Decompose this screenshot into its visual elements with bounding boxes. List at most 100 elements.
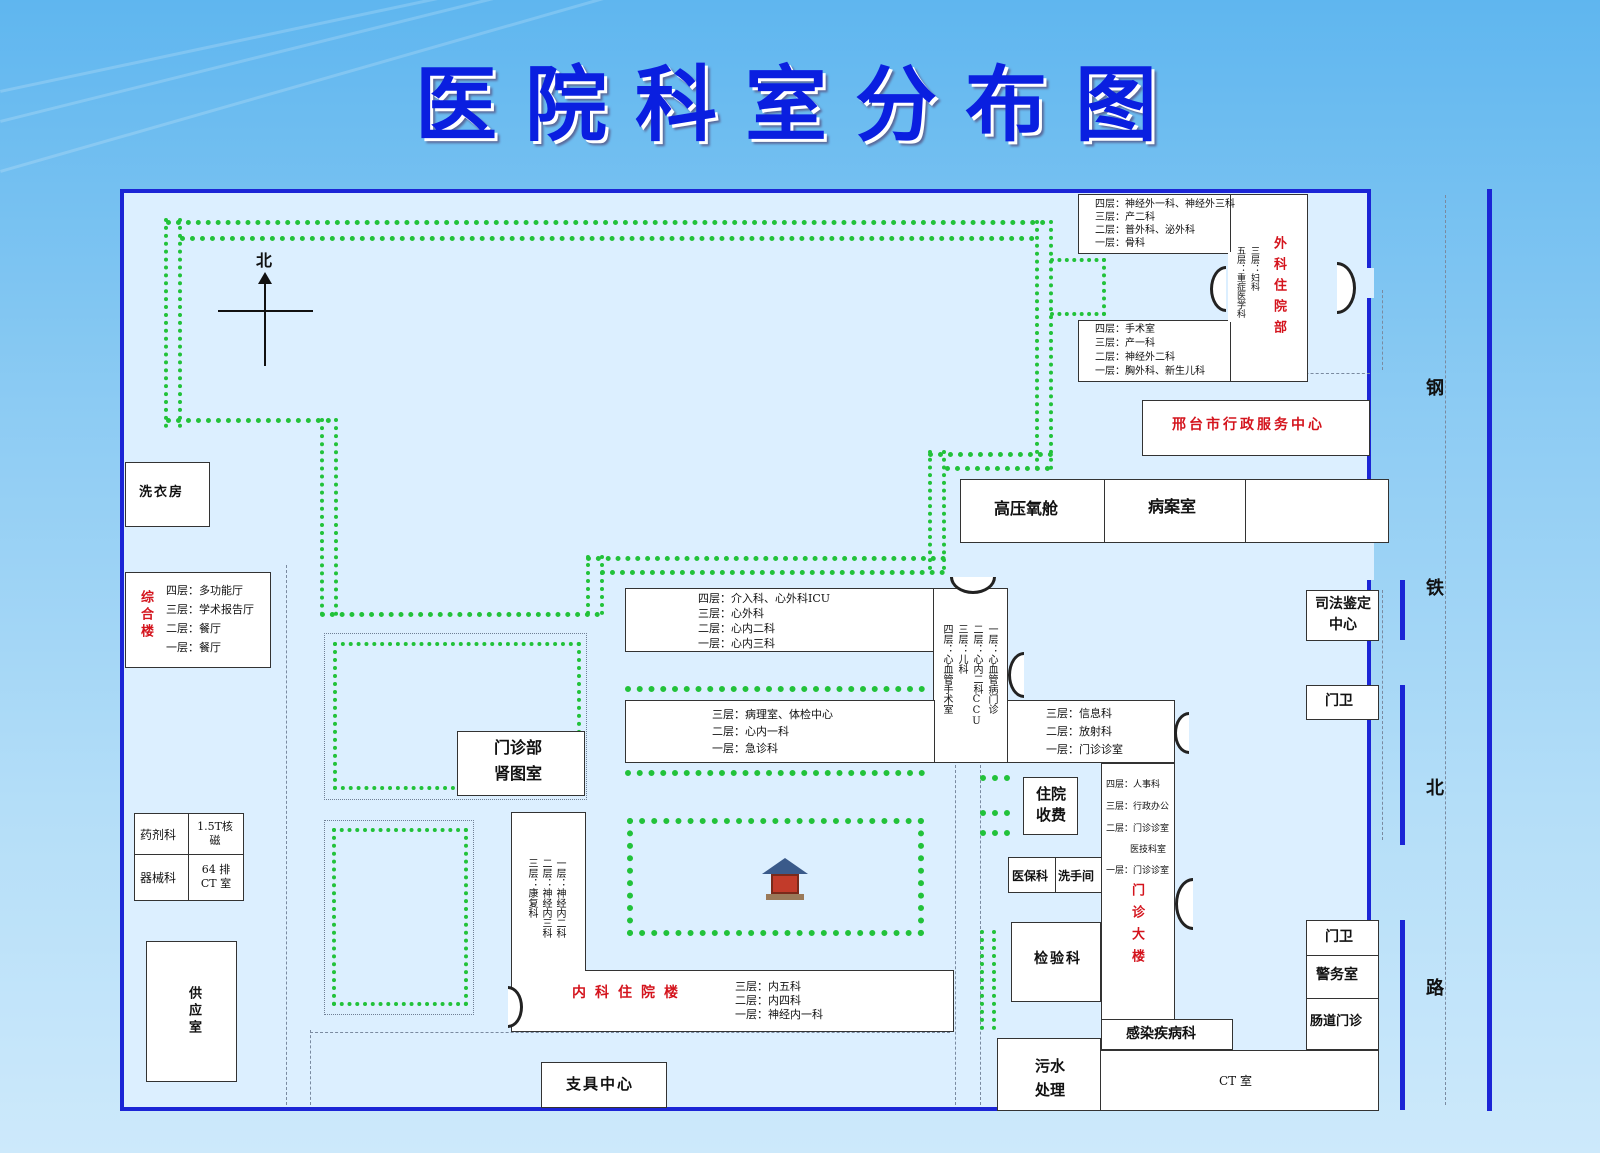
cardio-floor-1: 一层：心内三科 xyxy=(698,637,775,650)
pathology-floor-3: 三层：病理室、体检中心 xyxy=(712,708,833,721)
outpatient-renal-building xyxy=(457,731,585,796)
surgery-building-connector xyxy=(1228,252,1278,322)
supply-room-label: 供应室 xyxy=(186,986,201,1037)
internal-building-name: 内科住院楼 xyxy=(572,985,687,1001)
lab-label: 检验科 xyxy=(1034,951,1082,967)
surgery-connector-5f: 五层：重症医学科 xyxy=(1235,246,1245,318)
connector-2f-label: 二层：心内二科CCU xyxy=(971,624,982,727)
laundry-building xyxy=(125,462,210,527)
surgery-upper-floor-2: 二层：普外科、泌外科 xyxy=(1095,225,1195,236)
sewage-label: 污水处理 xyxy=(1034,1057,1065,1099)
outpatient-dept-label: 门诊部 xyxy=(494,738,543,757)
hedge-column xyxy=(980,930,996,1030)
intestinal-label: 肠道门诊 xyxy=(1310,1014,1363,1029)
internal-path xyxy=(1290,373,1370,374)
cardio-building xyxy=(625,588,943,652)
north-arrow-icon xyxy=(258,272,272,284)
complex-building xyxy=(125,572,271,668)
medical-insurance-label: 医保科 xyxy=(1012,869,1049,883)
internal-path xyxy=(286,565,287,1105)
pharmacy-label: 药剂科 xyxy=(140,828,177,842)
brace-center-label: 支具中心 xyxy=(566,1075,635,1093)
connector-1f-label: 一层：心血管病门诊 xyxy=(986,624,997,714)
hedge-path xyxy=(164,218,182,428)
laundry-label: 洗衣房 xyxy=(139,485,185,500)
admin-service-center-label: 邢台市行政服务中心 xyxy=(1172,417,1325,433)
guard-house-2 xyxy=(1306,920,1379,956)
internal-floor-2: 二层：内四科 xyxy=(735,994,801,1007)
medical-insurance-room xyxy=(1008,857,1056,893)
east-gate-gap xyxy=(1366,540,1374,580)
internal-west-floor-3: 三层：康复科 xyxy=(526,858,537,918)
road-edge-line xyxy=(1400,920,1405,1110)
guard-label-2: 门卫 xyxy=(1325,929,1353,945)
complex-floor-3: 三层：学术报告厅 xyxy=(166,603,254,616)
outpatient-floor-2b: 医技科室 xyxy=(1130,845,1167,855)
lab-building xyxy=(1011,922,1101,1002)
internal-path xyxy=(955,760,956,1105)
outpatient-floor-4: 四层：人事科 xyxy=(1106,780,1161,790)
road-label-char: 北 xyxy=(1426,778,1444,799)
hedge-row xyxy=(980,830,1010,836)
internal-floor-1: 一层：神经内一科 xyxy=(735,1008,823,1021)
internal-path xyxy=(310,1030,311,1105)
compass: 北 xyxy=(218,253,313,368)
hyperbaric-building xyxy=(960,479,1105,543)
infectious-building xyxy=(1101,1019,1233,1050)
internal-path xyxy=(1382,590,1383,840)
info-floor-2: 二层：放射科 xyxy=(1046,725,1112,738)
ct-room-label: CT 室 xyxy=(1219,1074,1253,1088)
hedge-row xyxy=(980,810,1010,816)
connector-tower xyxy=(933,588,1008,763)
guard-label-1: 门卫 xyxy=(1325,693,1353,709)
garden-hedge xyxy=(332,828,468,1006)
garden-plot xyxy=(324,633,587,800)
hedge-path xyxy=(928,450,946,570)
connector-4f-label: 四层：心血管手术室 xyxy=(941,624,952,714)
road-label-char: 钢 xyxy=(1426,378,1444,399)
police-room xyxy=(1306,955,1379,999)
hedge-path xyxy=(586,556,946,561)
hedge-path xyxy=(586,555,604,615)
pavilion-icon xyxy=(762,858,808,902)
inpatient-billing-label: 住院收费 xyxy=(1035,785,1066,824)
compass-vertical-line xyxy=(264,280,266,366)
pharmacy-building xyxy=(134,813,189,855)
complex-floor-4: 四层：多功能厅 xyxy=(166,584,243,597)
brace-center-building xyxy=(541,1062,667,1108)
outpatient-building-name: 门诊大楼 xyxy=(1129,883,1144,971)
hedge-path xyxy=(320,418,338,616)
complex-floor-2: 二层：餐厅 xyxy=(166,622,221,635)
internal-building-joint xyxy=(512,968,585,972)
hedge-path xyxy=(945,466,1050,471)
hedge-row xyxy=(980,775,1010,781)
mri-room xyxy=(188,813,244,855)
pavilion-body xyxy=(771,874,799,894)
hedge-path xyxy=(1035,220,1053,470)
pavilion-roof xyxy=(762,858,808,874)
ct64-label: 64 排 CT 室 xyxy=(200,863,232,890)
pathology-floor-2: 二层：心内一科 xyxy=(712,725,789,738)
outpatient-floor-2: 二层：门诊诊室 xyxy=(1106,824,1170,834)
road-edge-line xyxy=(1400,580,1405,640)
road-label-char: 铁 xyxy=(1426,578,1444,599)
surgery-lower-floor-2: 二层：神经外二科 xyxy=(1095,352,1175,363)
cardio-floor-4: 四层：介入科、心外科ICU xyxy=(698,592,831,605)
east-gate-gap xyxy=(1366,268,1374,298)
road-label-char: 路 xyxy=(1426,978,1444,999)
hedge-path xyxy=(166,220,1046,225)
outpatient-floor-1: 一层：门诊诊室 xyxy=(1106,866,1170,876)
cardio-floor-2: 二层：心内二科 xyxy=(698,622,775,635)
equipment-label: 器械科 xyxy=(140,871,177,885)
surgery-building-name: 外科住院部 xyxy=(1271,236,1286,341)
hyperbaric-label: 高压氧舱 xyxy=(994,499,1059,518)
surgery-upper-floor-3: 三层：产二科 xyxy=(1095,212,1155,223)
info-floor-3: 三层：信息科 xyxy=(1046,707,1112,720)
renal-scan-label: 肾图室 xyxy=(494,764,543,783)
courtyard-hedge xyxy=(627,818,924,936)
hedge-path xyxy=(320,612,600,617)
records-building xyxy=(1104,479,1246,543)
pavilion-base xyxy=(766,894,804,900)
road-centerline xyxy=(1445,195,1446,1105)
admin-service-center xyxy=(1142,400,1370,456)
